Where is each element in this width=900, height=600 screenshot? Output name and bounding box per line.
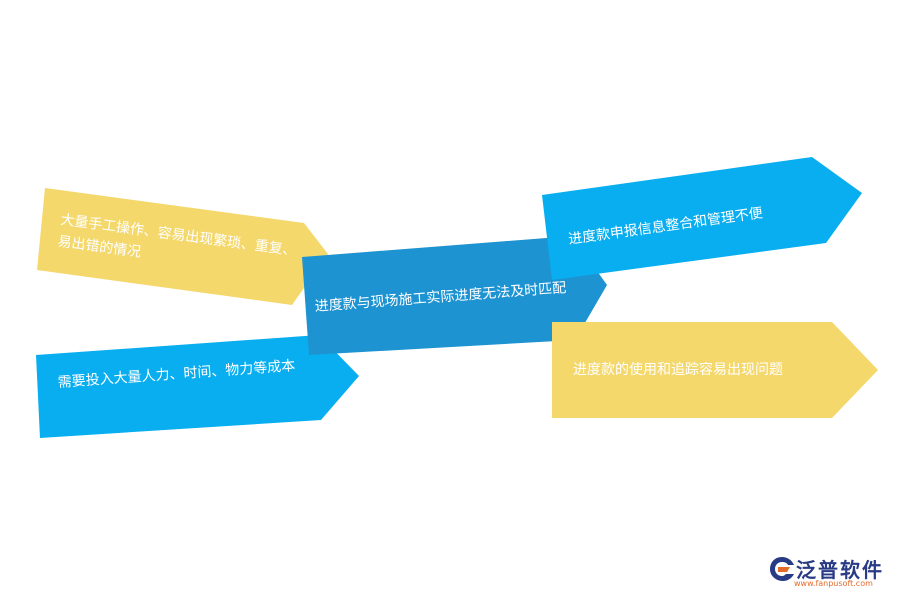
arrow-center [302,236,607,355]
fanpu-logo-icon [770,557,794,581]
arrow-left-bottom [36,335,359,438]
arrow-left-top [37,188,328,305]
card-right-bottom-text: 进度款的使用和追踪容易出现问题 [573,362,783,378]
logo-url: www.fanpusoft.com [794,579,873,588]
arrow-right-top [542,157,862,280]
brand-logo: 泛普软件 www.fanpusoft.com [768,552,893,592]
logo-name: 泛普软件 [796,558,884,582]
arrow-right-bottom [552,322,878,418]
